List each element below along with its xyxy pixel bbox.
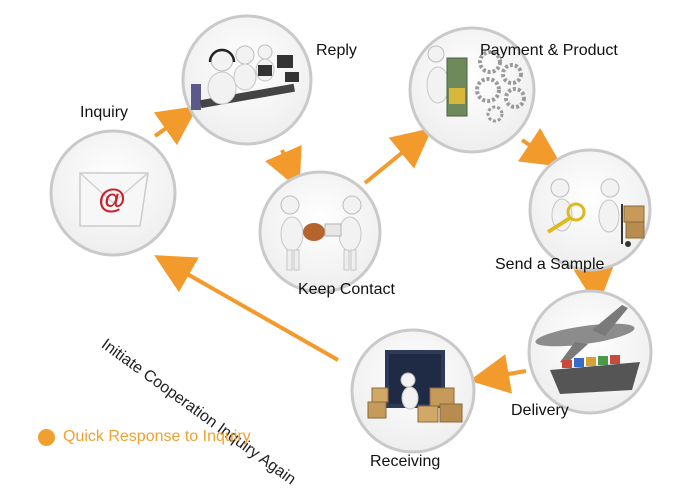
- svg-text:@: @: [98, 183, 125, 214]
- arrow-payment-to-sample: [517, 128, 563, 167]
- sample-handover-icon: [546, 178, 645, 247]
- email-at-icon: @: [79, 172, 149, 227]
- arrow-reply-to-keep-contact: [265, 144, 302, 190]
- step-reply-circle: [181, 14, 313, 146]
- payment-label: Payment & Product: [480, 42, 618, 59]
- step-sample-circle: [528, 148, 652, 272]
- flow-arrows: [153, 105, 614, 394]
- arrow-delivery-to-receiving: [469, 354, 527, 394]
- legend-text: Quick Response to Inquiry: [63, 428, 251, 445]
- step-keep-contact-circle: [258, 170, 382, 294]
- delivery-label: Delivery: [511, 402, 569, 419]
- legend-dot: [38, 428, 55, 446]
- step-delivery-circle: [527, 289, 653, 415]
- arrow-keep-contact-to-payment: [363, 127, 433, 185]
- airplane-and-ship-icon: [535, 305, 640, 394]
- step-inquiry-circle: @: [49, 129, 177, 257]
- money-and-gears-icon: [426, 45, 526, 123]
- container-boxes-icon: [367, 350, 463, 423]
- handshake-figures-icon: [280, 195, 362, 271]
- legend: Quick Response to Inquiry: [38, 428, 251, 446]
- keep-contact-label: Keep Contact: [298, 281, 395, 298]
- reply-label: Reply: [316, 42, 357, 59]
- step-payment-circle: [408, 26, 536, 154]
- receiving-label: Receiving: [370, 453, 441, 470]
- arrow-return-to-inquiry: [154, 255, 339, 362]
- arrow-sample-to-delivery: [573, 266, 614, 308]
- sample-label: Send a Sample: [495, 256, 605, 273]
- step-receiving-circle: [350, 328, 476, 454]
- call-center-icon: [191, 44, 299, 110]
- inquiry-label: Inquiry: [80, 104, 129, 121]
- arrow-inquiry-to-reply: [153, 105, 199, 146]
